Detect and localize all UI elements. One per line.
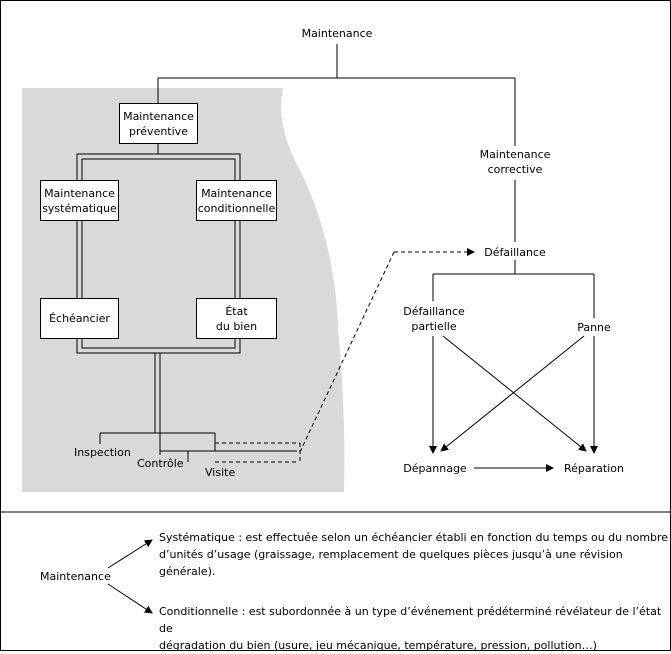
legend-root-label: Maintenance xyxy=(40,570,111,583)
defaillance-label: Défaillance xyxy=(484,246,546,259)
panne-label: Panne xyxy=(577,321,611,334)
systematique-box: Maintenance systématique xyxy=(40,180,119,221)
depannage-label: Dépannage xyxy=(403,462,467,475)
etat-du-bien-box: État du bien xyxy=(196,298,277,339)
preventive-shaded-area xyxy=(22,88,345,492)
preventive-double-frame xyxy=(76,144,241,451)
root-label: Maintenance xyxy=(301,27,373,40)
reparation-label: Réparation xyxy=(564,462,624,475)
legend-systematique-text: Systématique : est effectuée selon un éc… xyxy=(159,531,669,578)
conditionnelle-box: Maintenance conditionnelle xyxy=(196,180,277,221)
echeancier-box: Échéancier xyxy=(40,298,119,339)
controle-label: Contrôle xyxy=(137,457,184,470)
legend-arrows xyxy=(107,539,153,614)
preventive-box: Maintenance préventive xyxy=(119,103,198,144)
inspection-label: Inspection xyxy=(74,446,131,459)
visite-label: Visite xyxy=(205,466,236,479)
inspection-connectors xyxy=(99,432,297,462)
root-connectors xyxy=(157,44,516,242)
corrective-tree xyxy=(429,260,598,472)
corrective-label: Maintenance corrective xyxy=(479,148,551,176)
legend-conditionnelle-text: Conditionnelle : est subordonnée à un ty… xyxy=(159,605,662,652)
dashed-link xyxy=(215,248,475,463)
defaillance-partielle-label: Défaillance partielle xyxy=(403,305,465,333)
